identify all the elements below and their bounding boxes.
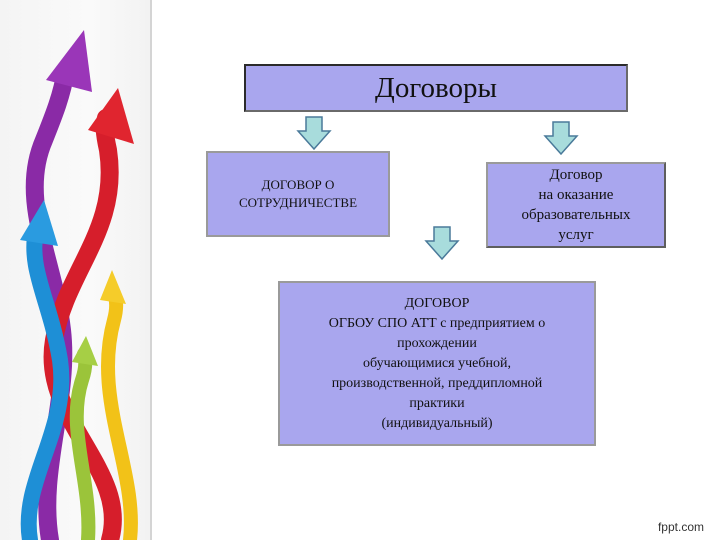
watermark: fppt.com bbox=[657, 520, 704, 534]
blue-arrowhead bbox=[20, 200, 58, 246]
box-text-line: практики bbox=[409, 395, 465, 411]
box-text-line: образовательных bbox=[521, 207, 631, 223]
box-text-line: ОГБОУ СПО АТТ с предприятием о bbox=[328, 315, 546, 331]
educational-services-contract-box: Договор на оказание образовательных услу… bbox=[486, 162, 666, 248]
down-arrow-icon bbox=[543, 121, 579, 155]
down-arrow-icon bbox=[296, 116, 332, 150]
green-arrowhead bbox=[72, 336, 98, 366]
red-ribbon bbox=[43, 109, 122, 540]
box-text-line: ДОГОВОР О bbox=[261, 177, 335, 192]
down-arrow-icon bbox=[424, 226, 460, 260]
diagram-title-box: Договоры bbox=[244, 64, 628, 112]
sidebar-divider bbox=[150, 0, 152, 540]
box-text-line: (индивидуальный) bbox=[381, 415, 493, 431]
blue-ribbon bbox=[20, 222, 70, 540]
diagram-title: Договоры bbox=[375, 71, 497, 104]
internship-contract-box: ДОГОВОР ОГБОУ СПО АТТ с предприятием о п… bbox=[278, 281, 596, 446]
box-text-line: обучающимися учебной, bbox=[363, 355, 511, 371]
box-text-line: прохождении bbox=[397, 335, 477, 351]
box-text-line: ДОГОВОР bbox=[404, 295, 470, 311]
box-text-line: производственной, преддипломной bbox=[331, 375, 543, 391]
box-text-line: СОТРУДНИЧЕСТВЕ bbox=[238, 195, 358, 210]
box-text-line: на оказание bbox=[538, 187, 614, 203]
red-arrowhead bbox=[88, 88, 134, 144]
box-text-line: услуг bbox=[558, 227, 594, 243]
yellow-arrowhead bbox=[100, 270, 126, 304]
box-text-line: Договор bbox=[549, 167, 603, 183]
purple-arrowhead bbox=[46, 30, 92, 92]
decorative-ribbons-image bbox=[20, 30, 138, 540]
cooperation-contract-box: ДОГОВОР О СОТРУДНИЧЕСТВЕ bbox=[206, 151, 390, 237]
